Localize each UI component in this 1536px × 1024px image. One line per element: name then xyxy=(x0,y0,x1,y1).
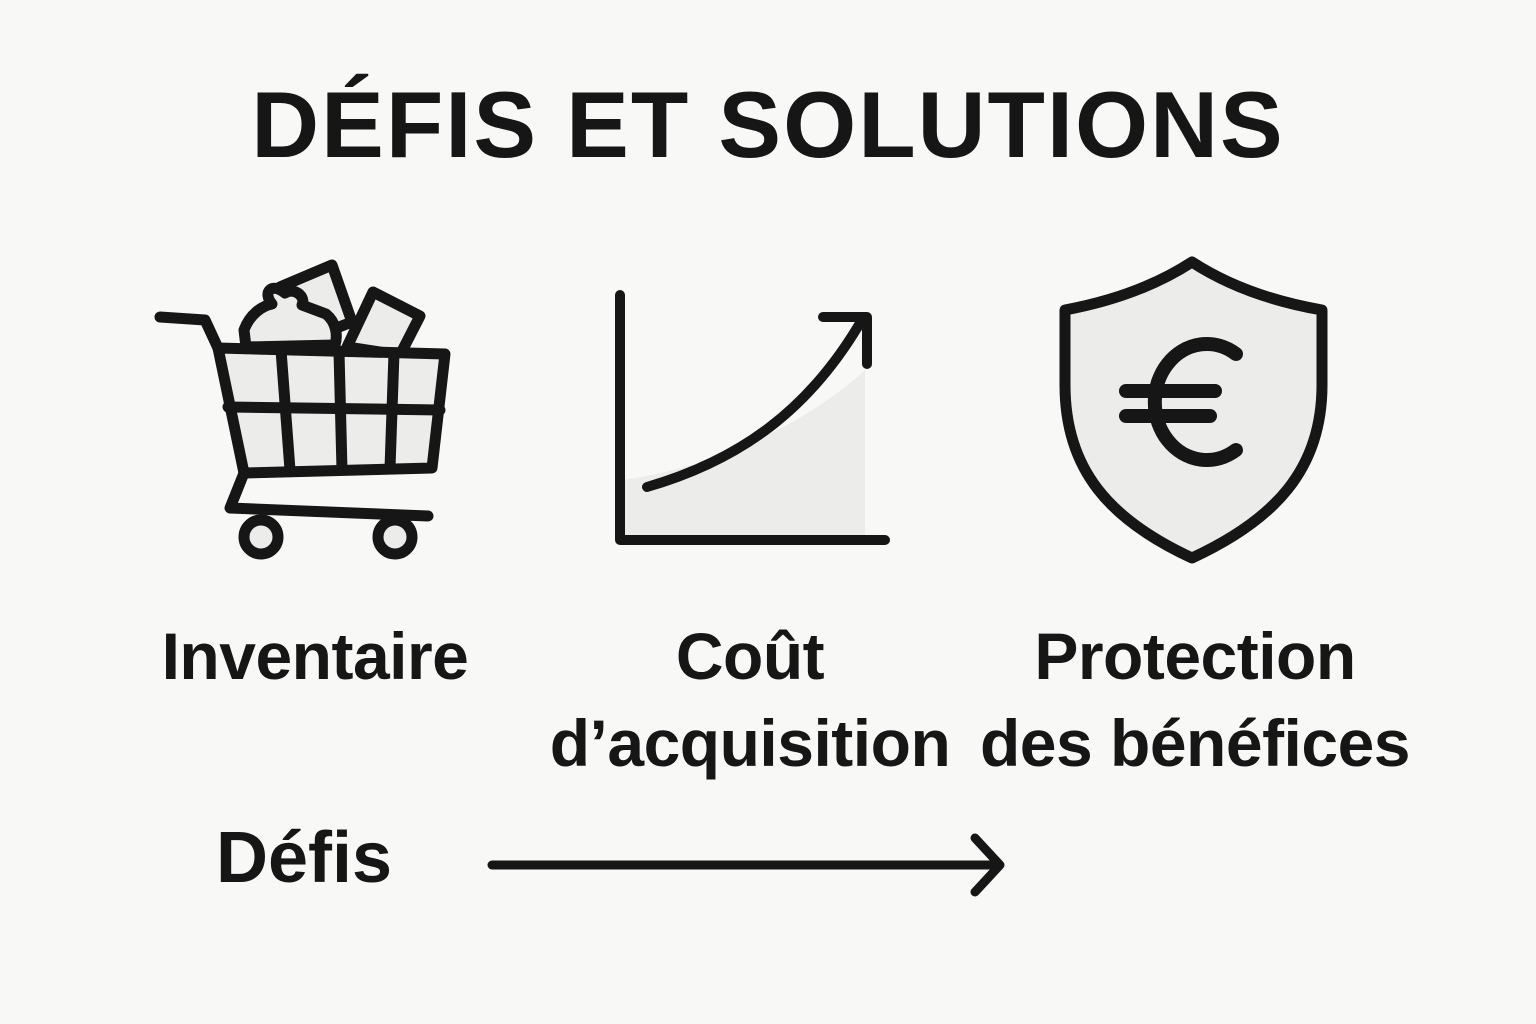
euro-shield-icon xyxy=(1059,256,1328,564)
label-protection-benefices: Protection des bénéfices xyxy=(979,619,1411,781)
defis-label: Défis xyxy=(216,818,393,898)
label-cout-acquisition: Coût d’acquisition xyxy=(549,619,951,781)
rising-cost-chart-icon xyxy=(615,290,890,545)
right-arrow-icon xyxy=(487,833,1005,897)
shopping-cart-icon xyxy=(154,259,451,560)
page-title: DÉFIS ET SOLUTIONS xyxy=(251,72,1285,177)
label-inventaire: Inventaire xyxy=(161,619,469,693)
